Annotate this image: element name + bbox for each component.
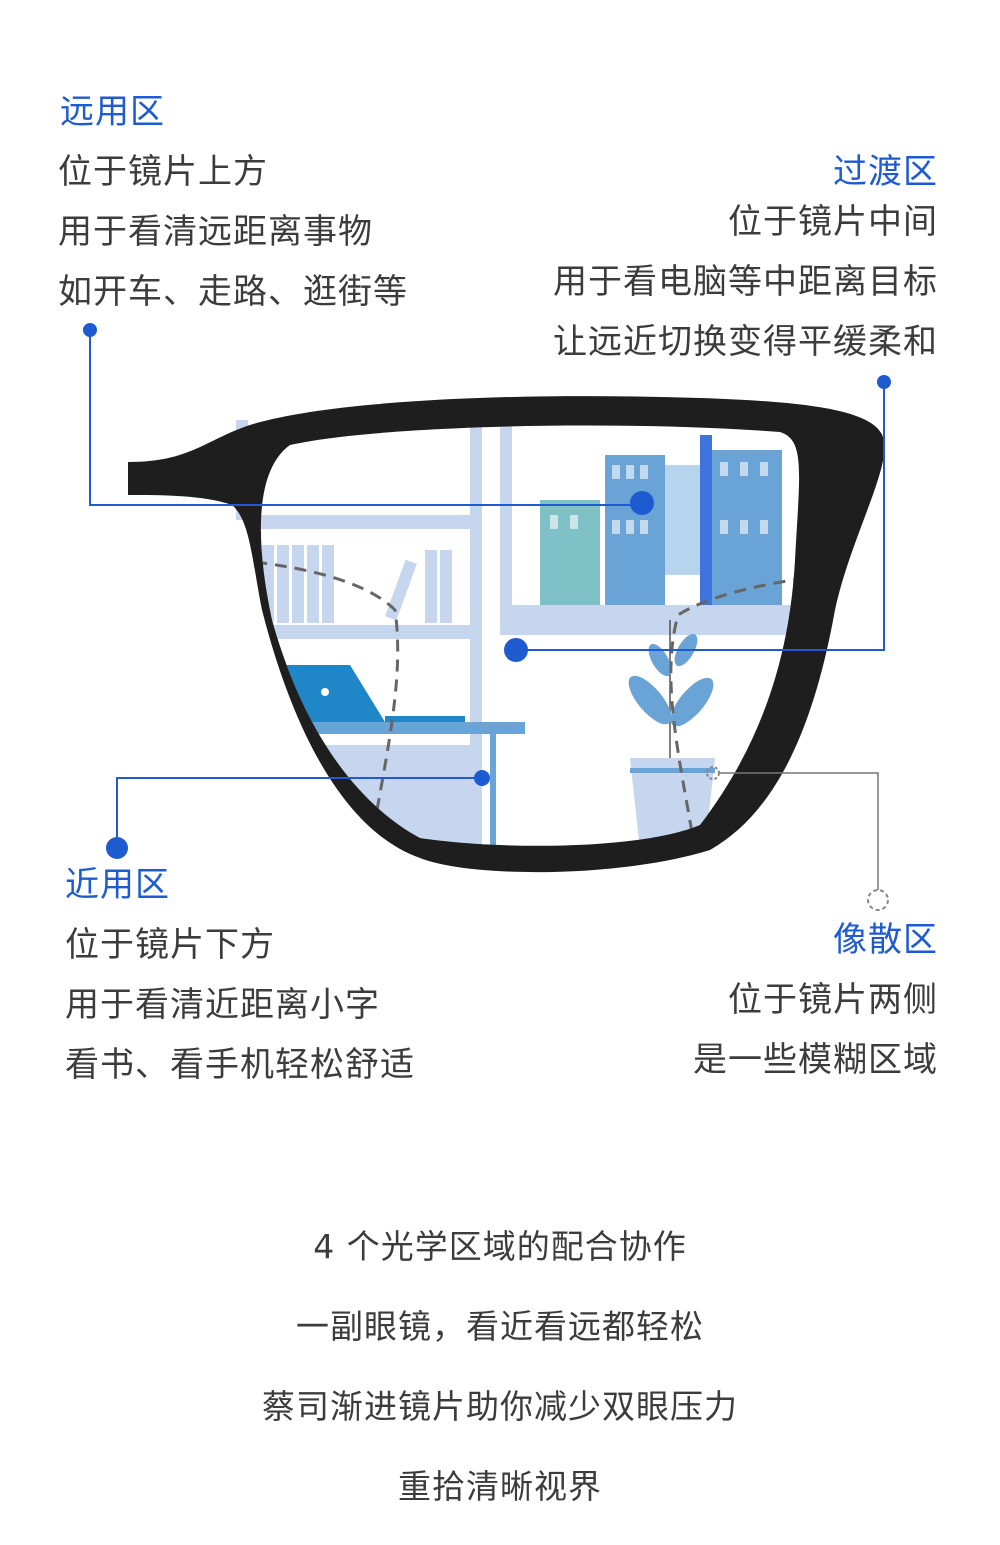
intermediate-zone-line: 让远近切换变得平缓柔和 — [553, 322, 938, 362]
far-zone-title: 远用区 — [60, 92, 165, 132]
footer-line: 蔡司渐进镜片助你减少双眼压力 — [262, 1387, 738, 1426]
near-zone-line: 用于看清近距离小字 — [65, 985, 380, 1025]
astigmatism-zone-leader — [706, 766, 889, 911]
plant — [628, 620, 715, 846]
glasses-frame — [128, 396, 885, 873]
buildings — [540, 435, 782, 605]
astigmatism-zone-line: 是一些模糊区域 — [693, 1040, 938, 1080]
near-zone-line: 看书、看手机轻松舒适 — [65, 1045, 415, 1085]
far-zone-line: 用于看清远距离事物 — [58, 212, 373, 252]
intermediate-zone-title: 过渡区 — [833, 152, 938, 192]
astigmatism-zone-line: 位于镜片两侧 — [728, 980, 938, 1020]
near-zone-leader — [106, 770, 490, 859]
far-zone-leader — [83, 323, 654, 515]
intermediate-zone-leader — [504, 375, 891, 662]
lens-scene — [236, 420, 800, 846]
far-zone-line: 位于镜片上方 — [58, 152, 268, 192]
footer-line: 4 个光学区域的配合协作 — [313, 1227, 687, 1266]
near-zone-title: 近用区 — [65, 865, 170, 905]
astigmatism-zone-title: 像散区 — [833, 920, 938, 960]
intermediate-zone-line: 位于镜片中间 — [728, 202, 938, 242]
footer-line: 重拾清晰视界 — [398, 1467, 602, 1506]
near-zone-line: 位于镜片下方 — [65, 925, 275, 965]
footer-line: 一副眼镜，看近看远都轻松 — [296, 1307, 704, 1346]
intermediate-zone-line: 用于看电脑等中距离目标 — [553, 262, 938, 302]
far-zone-line: 如开车、走路、逛街等 — [58, 272, 408, 312]
